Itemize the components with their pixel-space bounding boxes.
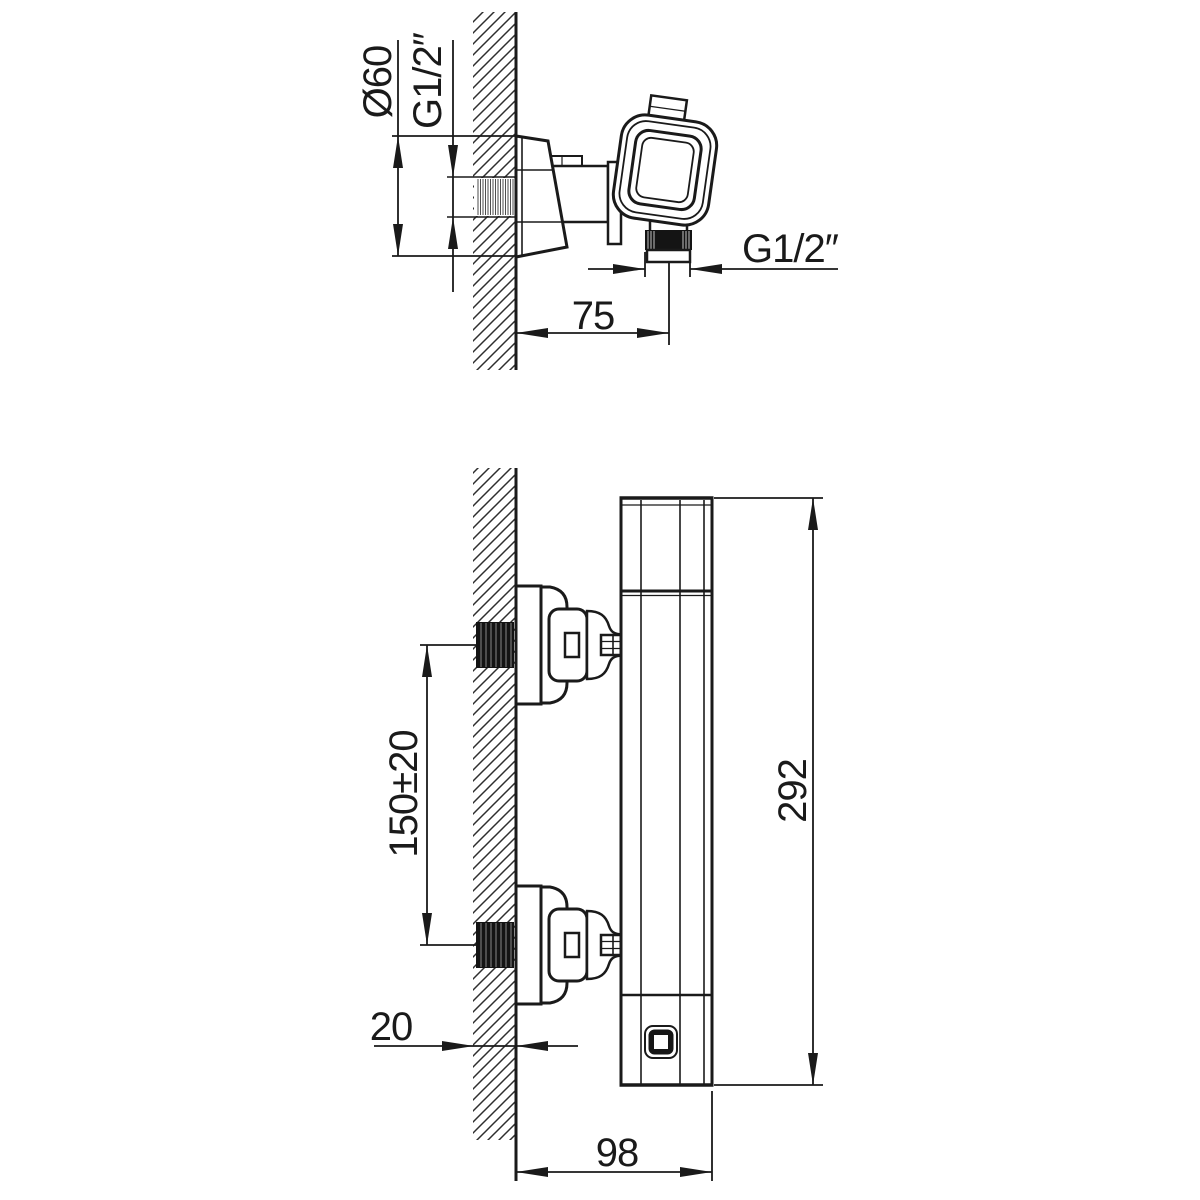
side-view: Ø60 G1/2″ G1/2″ 75 xyxy=(356,12,840,370)
front-view: 150±20 292 20 98 xyxy=(370,468,823,1181)
handle-chamfer-ring xyxy=(618,120,712,220)
bore-thread-lines xyxy=(477,179,514,215)
arrow xyxy=(422,645,432,677)
dimension-escutcheon-diameter: Ø60 xyxy=(356,40,517,257)
mixer-body xyxy=(619,496,714,1087)
arrow xyxy=(442,1041,474,1051)
inlet-spacing-label: 150±20 xyxy=(382,730,426,857)
escutcheon-diameter-label: Ø60 xyxy=(356,46,400,119)
arrow xyxy=(422,913,432,945)
arrow xyxy=(516,1167,548,1177)
wall-thickness-label: 20 xyxy=(370,1005,413,1049)
arrow xyxy=(613,264,645,274)
arrow xyxy=(690,264,722,274)
dimension-wall-thread: G1/2″ xyxy=(406,32,458,292)
dimension-outlet-thread: G1/2″ xyxy=(588,227,840,277)
handle-inner-ring xyxy=(627,128,703,212)
arrow xyxy=(808,498,818,530)
dimension-wall-thickness: 20 xyxy=(370,1005,578,1051)
handle-recess xyxy=(635,136,695,204)
arrow xyxy=(448,145,458,177)
arrow xyxy=(393,136,403,168)
wall-thread-label: G1/2″ xyxy=(406,32,450,129)
arrow xyxy=(808,1053,818,1085)
handle-outer-square xyxy=(611,113,719,227)
dimension-body-depth: 98 xyxy=(516,1091,713,1181)
handle xyxy=(611,93,719,227)
arrow xyxy=(516,328,548,338)
indicator-button xyxy=(644,1025,678,1059)
escutcheon-cone xyxy=(514,134,569,259)
outlet-offset-label: 75 xyxy=(572,294,615,338)
wall-hatch xyxy=(473,468,516,1140)
body-depth-label: 98 xyxy=(596,1131,639,1175)
wall-thread-bore xyxy=(447,176,516,218)
dimension-body-height: 292 xyxy=(714,497,823,1086)
dimension-outlet-offset: 75 xyxy=(516,262,670,345)
outlet-thread-label: G1/2″ xyxy=(742,227,839,271)
body-height-label: 292 xyxy=(771,759,815,823)
dimension-inlet-spacing: 150±20 xyxy=(382,644,477,946)
escutcheon-side xyxy=(514,134,569,259)
arrow xyxy=(637,328,669,338)
arrow xyxy=(516,1041,548,1051)
arrow xyxy=(680,1167,712,1177)
arrow xyxy=(448,217,458,249)
arrow xyxy=(393,224,403,256)
outlet-collar xyxy=(645,248,692,264)
outlet-thread-connector xyxy=(645,230,692,264)
wall-section-front xyxy=(473,468,518,1181)
